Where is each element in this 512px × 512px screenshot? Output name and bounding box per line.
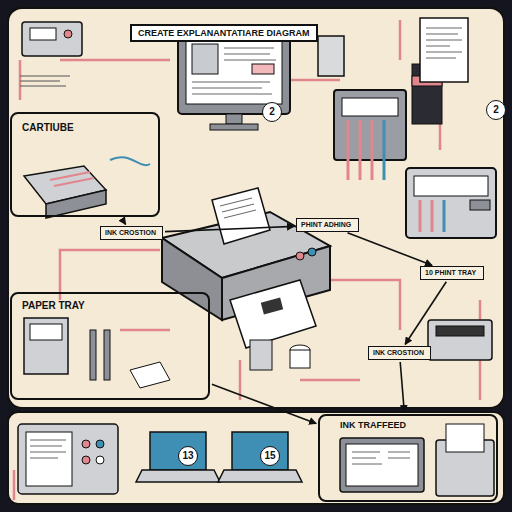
flow-arrow <box>348 233 433 266</box>
node-label: PAPER TRAY <box>22 300 198 311</box>
node-label: 10 PHINT TRAY <box>425 269 479 276</box>
print-head-box: PHINT ADHING <box>296 218 359 232</box>
node-label: INK TRAFFEED <box>340 420 476 430</box>
ink-box: INK CROSTION <box>368 346 431 360</box>
node-label: CARTIUBE <box>22 122 148 133</box>
flow-arrow <box>400 362 404 412</box>
flow-arrow <box>212 384 316 423</box>
callout-number: 13 <box>178 446 198 466</box>
node-label: PHINT ADHING <box>301 221 354 228</box>
ink-transfer-panel: INK TRAFFEED <box>318 414 498 502</box>
node-label: INK CROSTION <box>373 349 426 356</box>
diagram-title: CREATE EXPLANANTATIARE DIAGRAM <box>130 24 318 42</box>
bottom-band <box>8 412 504 504</box>
cartridge-panel: CARTIUBE <box>10 112 160 217</box>
flow-arrow <box>165 226 294 231</box>
paper-tray-panel: PAPER TRAY <box>10 292 210 400</box>
callout-number: 2 <box>486 100 506 120</box>
cream-ground <box>8 8 504 408</box>
ink-box: INK CROSTION <box>100 226 163 240</box>
flow-arrow <box>122 219 126 225</box>
callout-number: 2 <box>262 102 282 122</box>
callout-number: 15 <box>260 446 280 466</box>
flow-arrow <box>405 282 446 345</box>
node-label: INK CROSTION <box>105 229 158 236</box>
print-tray-box: 10 PHINT TRAY <box>420 266 484 280</box>
